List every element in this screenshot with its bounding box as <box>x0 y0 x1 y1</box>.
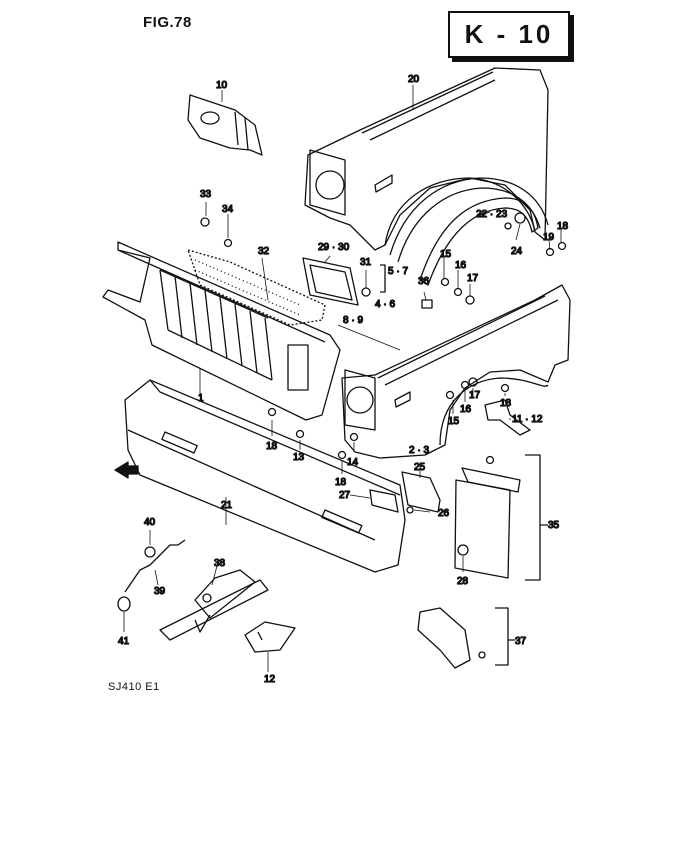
callout-36: 36 <box>418 276 430 287</box>
headlamp-bezel <box>302 257 359 306</box>
callout-18: 18 <box>266 441 278 452</box>
callout-34: 34 <box>222 204 234 215</box>
callout-16: 16 <box>460 404 472 415</box>
arch-moulding-right <box>389 177 549 286</box>
callout-12: 12 <box>264 674 276 685</box>
callout-32: 32 <box>258 246 270 257</box>
callout-41: 41 <box>118 636 130 647</box>
callout-17: 17 <box>469 390 481 401</box>
plate-bracket <box>454 467 521 579</box>
callout-27: 27 <box>339 490 351 501</box>
front-bumper <box>124 379 406 573</box>
callout-13: 13 <box>293 452 305 463</box>
callout-40: 40 <box>144 517 156 528</box>
callout-37: 37 <box>515 636 527 647</box>
callout-26: 26 <box>438 508 450 519</box>
callout-20: 20 <box>408 74 420 85</box>
callout-15: 15 <box>440 249 452 260</box>
jack <box>159 569 269 641</box>
section-code-box: K - 10 <box>448 11 570 58</box>
leader-lines <box>123 85 562 672</box>
callout-4-6: 4 · 6 <box>375 299 395 310</box>
callout-17: 17 <box>467 273 479 284</box>
fender-right <box>304 67 549 251</box>
callout-2-3: 2 · 3 <box>409 445 429 456</box>
callout-10: 10 <box>216 80 228 91</box>
callout-39: 39 <box>154 586 166 597</box>
grille-mesh <box>187 249 326 326</box>
callout-29-30: 29 · 30 <box>318 242 350 253</box>
bumper-bracket <box>369 471 441 513</box>
jack-cover <box>244 621 296 653</box>
reference-brackets <box>380 264 548 666</box>
fasteners <box>200 212 567 659</box>
model-code: SJ410 E1 <box>108 681 160 693</box>
callout-1: 1 <box>198 393 204 404</box>
callout-38: 38 <box>214 558 226 569</box>
callout-24: 24 <box>511 246 523 257</box>
front-direction-arrow-icon <box>114 461 139 479</box>
callout-14: 14 <box>347 457 359 468</box>
callout-25: 25 <box>414 462 426 473</box>
callout-35: 35 <box>548 520 560 531</box>
callout-8-9: 8 · 9 <box>343 315 363 326</box>
callout-31: 31 <box>360 257 372 268</box>
callout-19: 19 <box>543 232 555 243</box>
callout-28: 28 <box>457 576 469 587</box>
front-grille <box>102 241 341 421</box>
apron-panel <box>187 94 263 156</box>
callout-18: 18 <box>500 398 512 409</box>
fender-left <box>341 284 571 459</box>
callout-15: 15 <box>448 416 460 427</box>
callout-18: 18 <box>557 221 569 232</box>
callout-5-7: 5 · 7 <box>388 266 408 277</box>
callout-33: 33 <box>200 189 212 200</box>
callout-21: 21 <box>221 500 233 511</box>
callout-22-23: 22 · 23 <box>476 209 508 220</box>
callout-11-12: 11 · 12 <box>512 414 543 425</box>
callout-16: 16 <box>455 260 467 271</box>
mudguard <box>417 607 471 669</box>
callout-18: 18 <box>335 477 347 488</box>
figure-number: FIG.78 <box>143 14 192 31</box>
fender-bracket <box>484 399 531 436</box>
jack-handle <box>117 539 186 612</box>
